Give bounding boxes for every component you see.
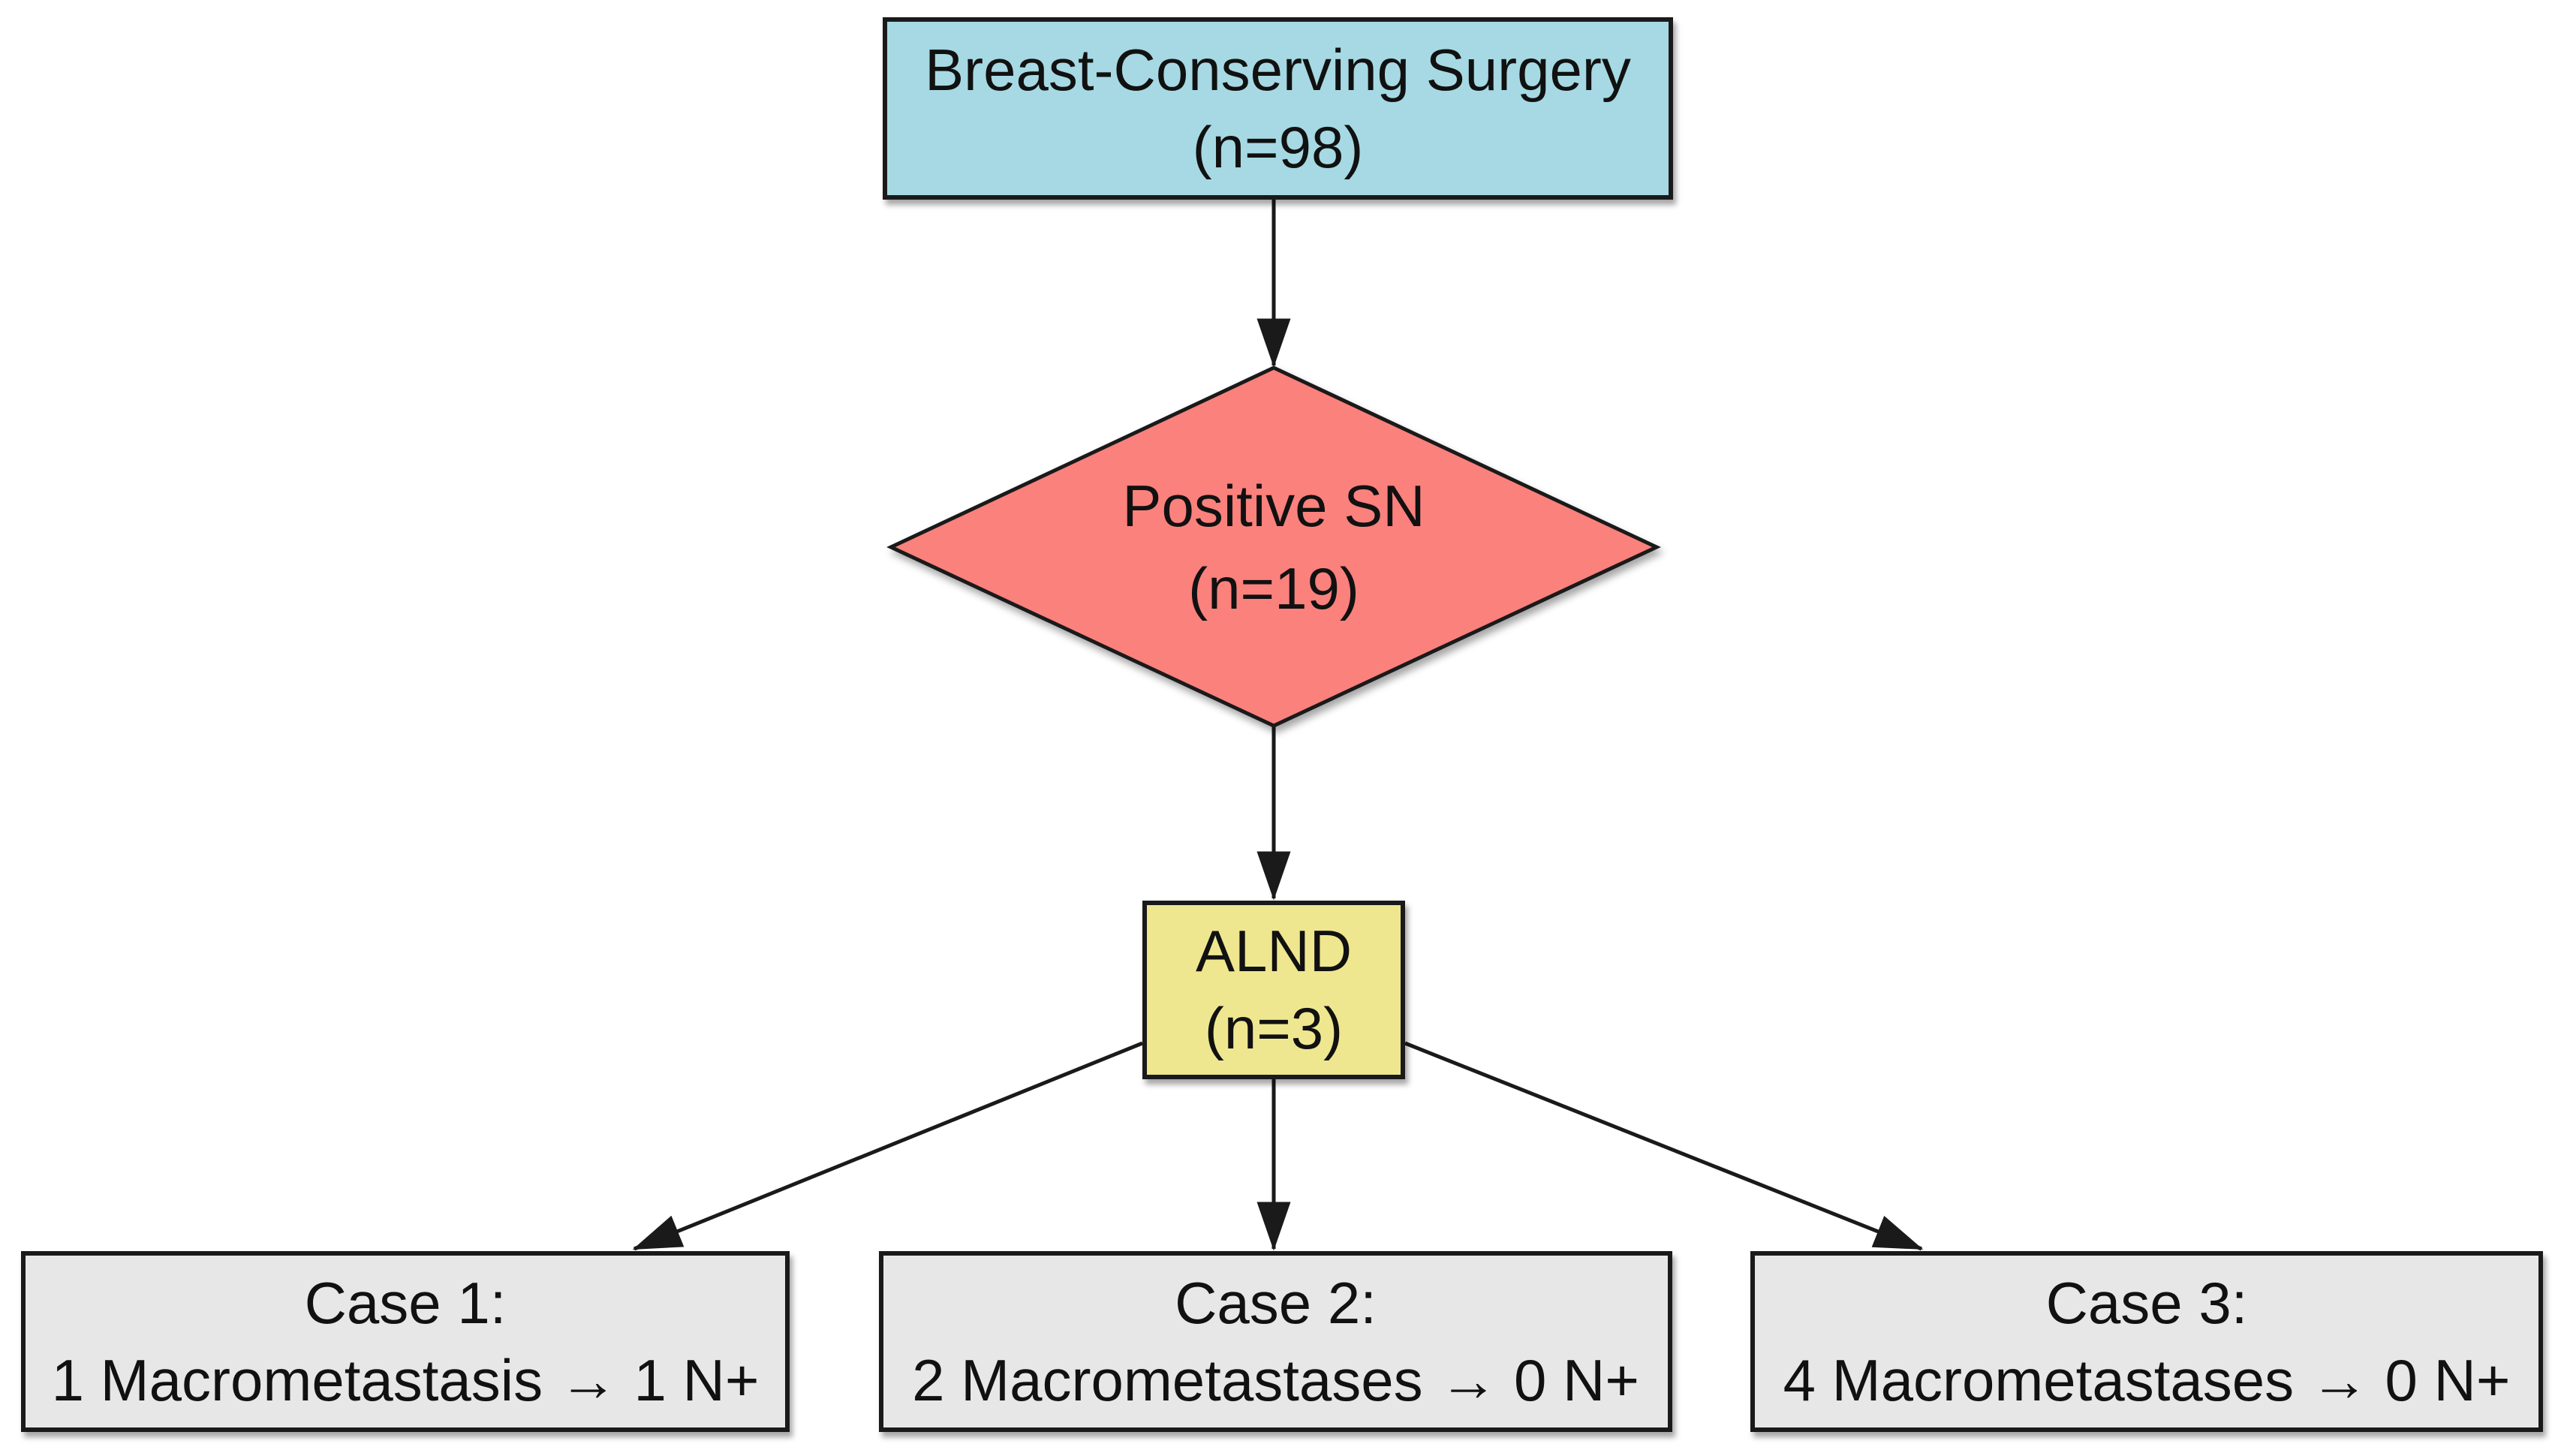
node-case-3-detail: 4 Macrometastases → 0 N+	[1783, 1346, 2511, 1413]
decision-diamond-positive-sn	[886, 366, 1661, 728]
edge-alnd-to-case3	[1404, 1041, 1924, 1251]
node-breast-conserving-surgery-count: (n=98)	[1192, 113, 1364, 180]
node-breast-conserving-surgery-title: Breast-Conserving Surgery	[925, 36, 1631, 103]
node-breast-conserving-surgery: Breast-Conserving Surgery (n=98)	[883, 17, 1673, 200]
edge-alnd-to-case1	[632, 1041, 1143, 1251]
node-case-3: Case 3: 4 Macrometastases → 0 N+	[1750, 1251, 2543, 1432]
node-case-1: Case 1: 1 Macrometastasis → 1 N+	[21, 1251, 790, 1432]
node-case-1-title: Case 1:	[304, 1269, 507, 1336]
node-case-2: Case 2: 2 Macrometastases → 0 N+	[879, 1251, 1672, 1432]
node-alnd: ALND (n=3)	[1142, 901, 1405, 1079]
node-positive-sn-count: (n=19)	[1188, 555, 1359, 621]
node-positive-sn-title: Positive SN	[1122, 473, 1425, 539]
node-alnd-count: (n=3)	[1204, 995, 1344, 1061]
node-case-1-detail: 1 Macrometastasis → 1 N+	[51, 1346, 760, 1413]
node-case-2-detail: 2 Macrometastases → 0 N+	[912, 1346, 1639, 1413]
node-alnd-title: ALND	[1195, 918, 1353, 984]
node-positive-sn-label: Positive SN (n=19)	[1004, 447, 1544, 647]
node-case-3-title: Case 3:	[2045, 1269, 2248, 1336]
node-case-2-title: Case 2:	[1175, 1269, 1377, 1336]
